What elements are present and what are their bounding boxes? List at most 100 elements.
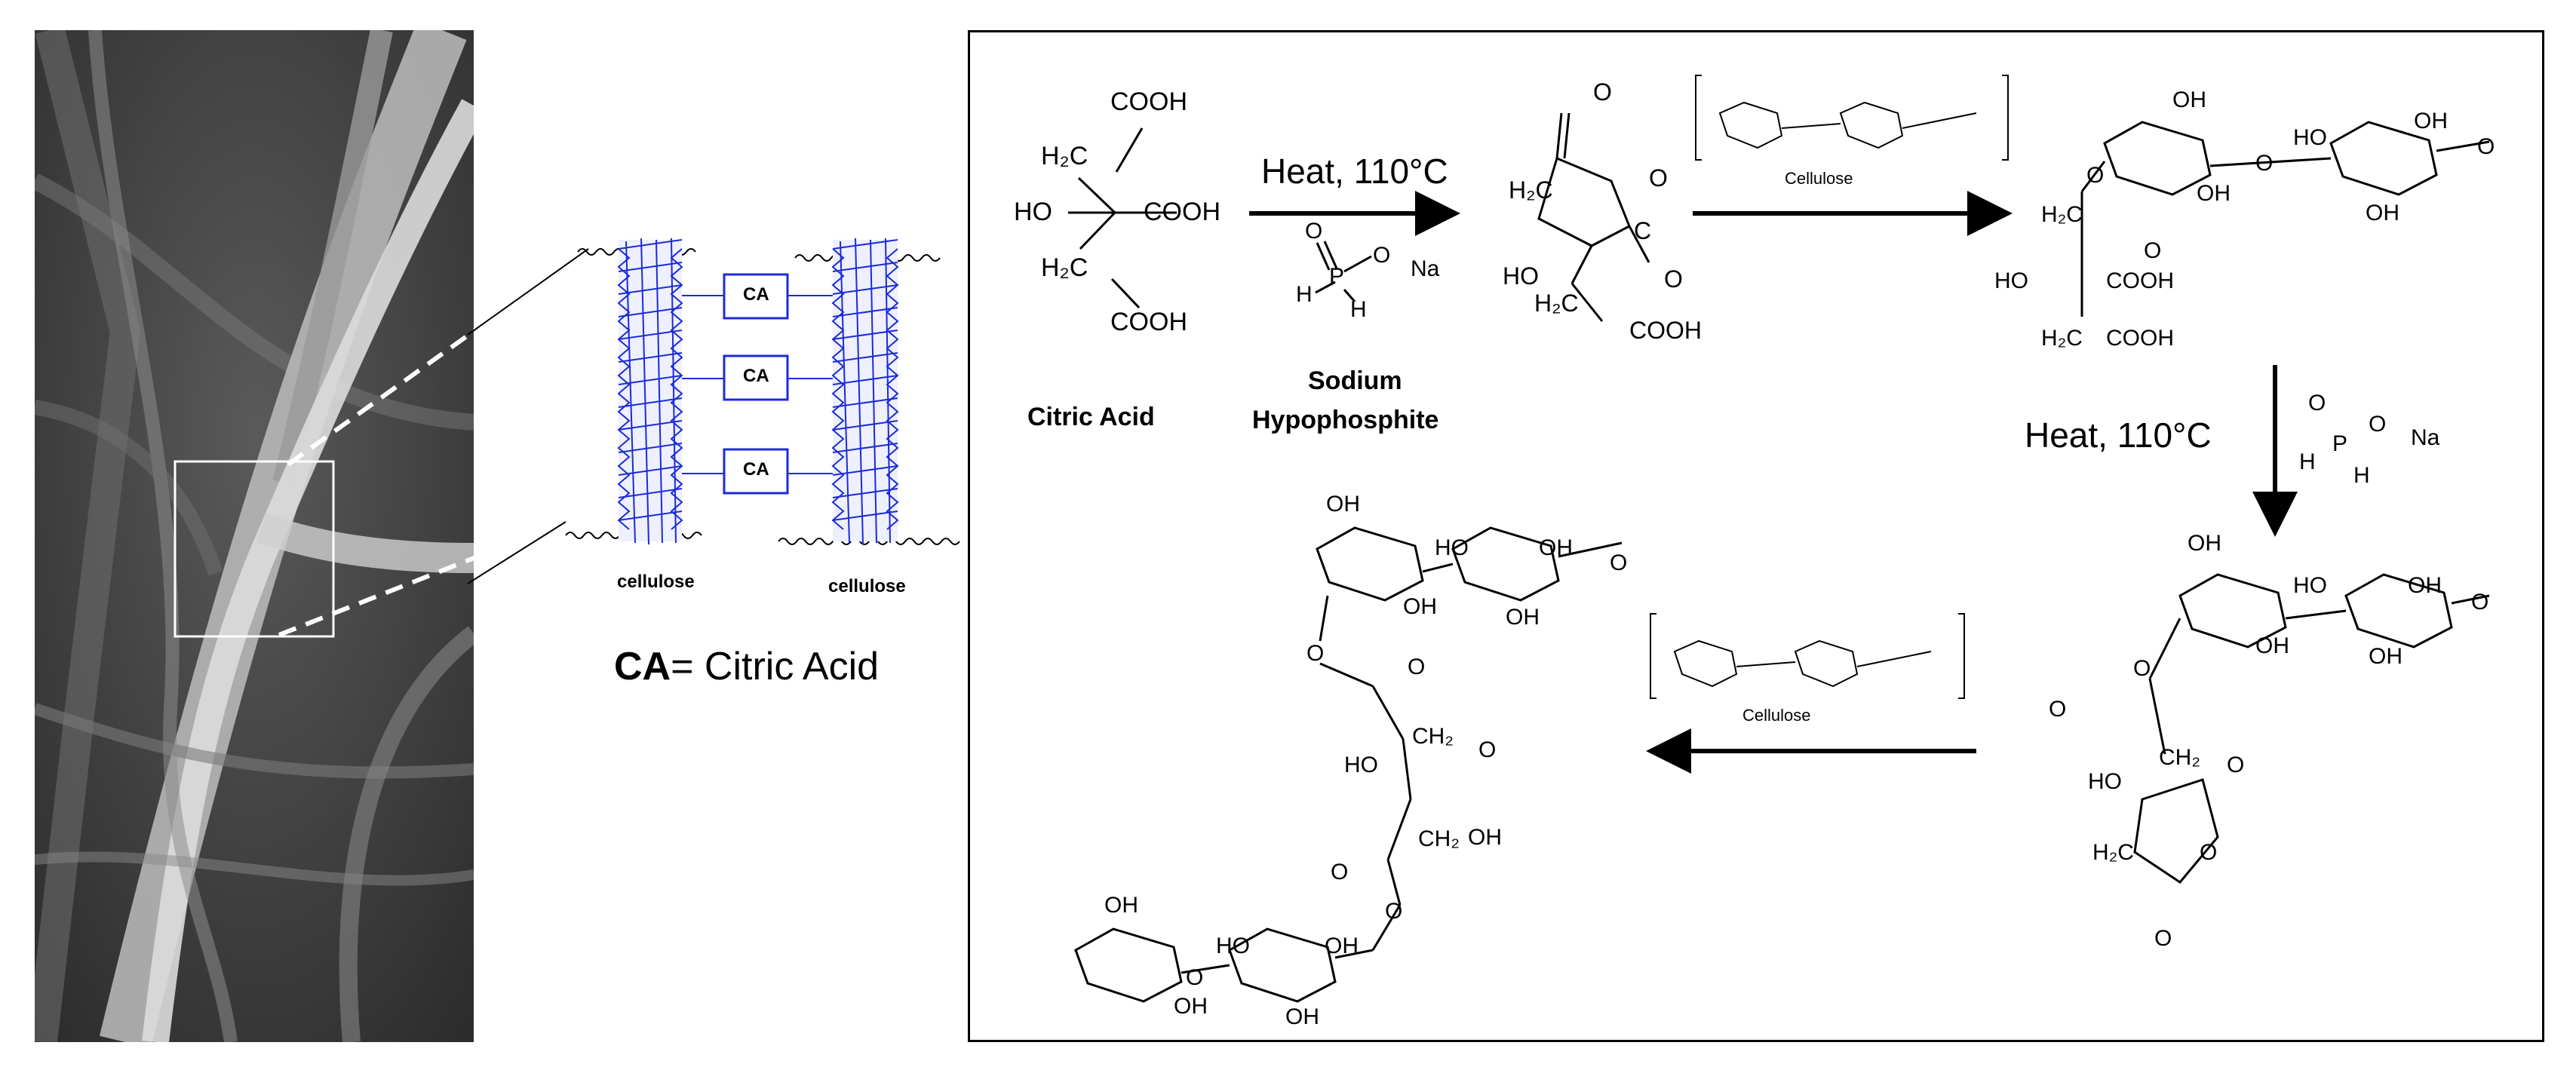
atom-p1-oh-bottom: OH [2197, 181, 2231, 206]
cellulose-repeat-top [1695, 75, 2009, 161]
atom-cooh-mid: COOH [1144, 198, 1220, 226]
atom-f-ch2-bottom: CH₂ [1418, 826, 1460, 851]
zoom-region-box [173, 460, 335, 638]
cellulose-label-top: Cellulose [1785, 169, 1853, 188]
micrograph-fibers [35, 30, 474, 1042]
hypophosphite-structure [1315, 241, 1372, 302]
citric-acid-label: Citric Acid [1027, 403, 1155, 431]
atom-f-o-carbonyl2: O [1331, 860, 1349, 885]
ester-product-1 [2080, 121, 2490, 317]
atom-p1-oh-top: OH [2172, 87, 2206, 112]
legend-abbrev: CA [614, 645, 671, 688]
ca-box-2 [723, 354, 789, 401]
atom-p1-ho-mid: HO [1994, 268, 2028, 293]
atom-f-oh-bottom: OH [1403, 594, 1437, 619]
cellulose-label-left: cellulose [617, 572, 695, 592]
atom-f-o-carbonyl: O [1408, 655, 1426, 679]
zoom-line-bottom-outer [467, 521, 566, 584]
atom-p1-ho: HO [2293, 125, 2327, 150]
cellulose-fibril-left [617, 238, 683, 545]
cellulose-fibril-right [831, 238, 899, 545]
atom-anh-ho: HO [1503, 262, 1539, 290]
atom-h-left-right: H [2299, 449, 2316, 474]
atom-anh-h2c: H₂C [1509, 176, 1553, 204]
atom-f-oh-lower-bottom: OH [1174, 994, 1208, 1019]
heat-label-right: Heat, 110°C [2025, 415, 2212, 455]
atom-f-oh-lower-bottom2: OH [1285, 1004, 1319, 1029]
anhydride-structure [1537, 112, 1650, 322]
atom-p1-oh-bottom2: OH [2366, 201, 2399, 225]
atom-p2-h2c: H₂C [2092, 840, 2134, 865]
cellulose-label-mid: Cellulose [1742, 706, 1811, 725]
ca-box-3 [723, 448, 789, 495]
schematic-overlay [278, 238, 960, 637]
atom-f-ho: HO [1435, 535, 1469, 560]
atom-p-o-right: O [2308, 391, 2326, 415]
atom-p2-o-right: O [2227, 753, 2245, 777]
heat-label-top: Heat, 110°C [1261, 152, 1448, 191]
atom-h-bottom: H [1350, 297, 1367, 322]
ester-product-2 [2133, 573, 2490, 884]
crosslinked-product [1074, 526, 1623, 1003]
atom-p2-oh-bottom: OH [2255, 633, 2289, 658]
atom-p1-o-ester: O [2086, 163, 2105, 188]
atom-p2-o-bottom: O [2154, 926, 2172, 951]
sem-micrograph [35, 30, 474, 1042]
atom-p2-ho: HO [2293, 573, 2327, 598]
atom-p1-h2c: H₂C [2041, 202, 2083, 227]
atom-f-o-right: O [1478, 737, 1497, 762]
atom-p2-ho-mid: HO [2088, 769, 2122, 794]
cellulose-repeat-mid [1650, 613, 1965, 699]
atom-f-ho-lower: HO [1216, 934, 1250, 958]
atom-p2-o-ring: O [2200, 840, 2218, 865]
atom-p1-h2c-bottom: H₂C [2041, 326, 2083, 351]
legend-definition: = Citric Acid [671, 645, 880, 688]
atom-f-o-lower-link: O [1186, 965, 1204, 990]
atom-p1-o-carbonyl: O [2144, 238, 2162, 263]
atom-p1-o-link: O [2255, 151, 2274, 176]
atom-anh-cooh: COOH [1629, 317, 1702, 344]
atom-anh-o-top: O [1593, 78, 1612, 106]
atom-o-minus-right: O [2369, 412, 2387, 437]
atom-p-o: O [1305, 219, 1323, 244]
zoom-line-top-outer [467, 248, 589, 336]
atom-p1-oh-right: OH [2414, 109, 2448, 133]
zoom-line-bottom [278, 520, 567, 637]
atom-h2c-bottom: H₂C [1041, 253, 1088, 282]
atom-na-right: Na [2411, 425, 2440, 450]
atom-anh-o-ring: O [1649, 164, 1668, 192]
atom-p1-cooh-bottom: COOH [2106, 326, 2174, 351]
ca-box-1 [723, 273, 789, 320]
atom-f-oh-side: OH [1468, 825, 1502, 850]
atom-h2c-top: H₂C [1041, 142, 1088, 170]
atom-f-oh-bottom2: OH [1506, 605, 1540, 630]
atom-p2-o-ester: O [2133, 656, 2151, 681]
atom-anh-o-bottom: O [1664, 265, 1683, 293]
atom-p: P [1329, 264, 1345, 289]
atom-p2-ch2: CH₂ [2159, 745, 2200, 770]
atom-f-oh-lower-top: OH [1104, 893, 1138, 918]
atom-p2-o-end: O [2471, 590, 2489, 615]
atom-anh-c: C [1634, 217, 1652, 244]
atom-f-o-link: O [1385, 899, 1403, 924]
atom-p2-oh-top: OH [2188, 531, 2221, 556]
atom-h-left: H [1296, 282, 1313, 307]
citric-acid-structure [1068, 127, 1177, 309]
atom-f-oh-top: OH [1326, 492, 1360, 517]
atom-p2-o-carbonyl: O [2049, 697, 2067, 722]
cellulose-label-right: cellulose [828, 576, 906, 596]
ca-box-2-label: CA [743, 366, 769, 386]
atom-p2-oh-right: OH [2408, 573, 2442, 598]
atom-cooh-bottom: COOH [1110, 308, 1187, 336]
atom-ho: HO [1014, 198, 1052, 226]
atom-f-ho-mid: HO [1344, 753, 1378, 777]
crosslinks [682, 295, 833, 474]
atom-anh-h2c-bottom: H₂C [1534, 290, 1579, 317]
zoom-line-top [287, 247, 590, 467]
atom-p1-o-end: O [2477, 134, 2495, 159]
atom-p1-cooh-mid: COOH [2106, 268, 2174, 293]
atom-f-oh-lower-right: OH [1325, 934, 1359, 958]
atom-cooh-top: COOH [1110, 87, 1187, 116]
atom-o-minus: O [1373, 243, 1391, 268]
